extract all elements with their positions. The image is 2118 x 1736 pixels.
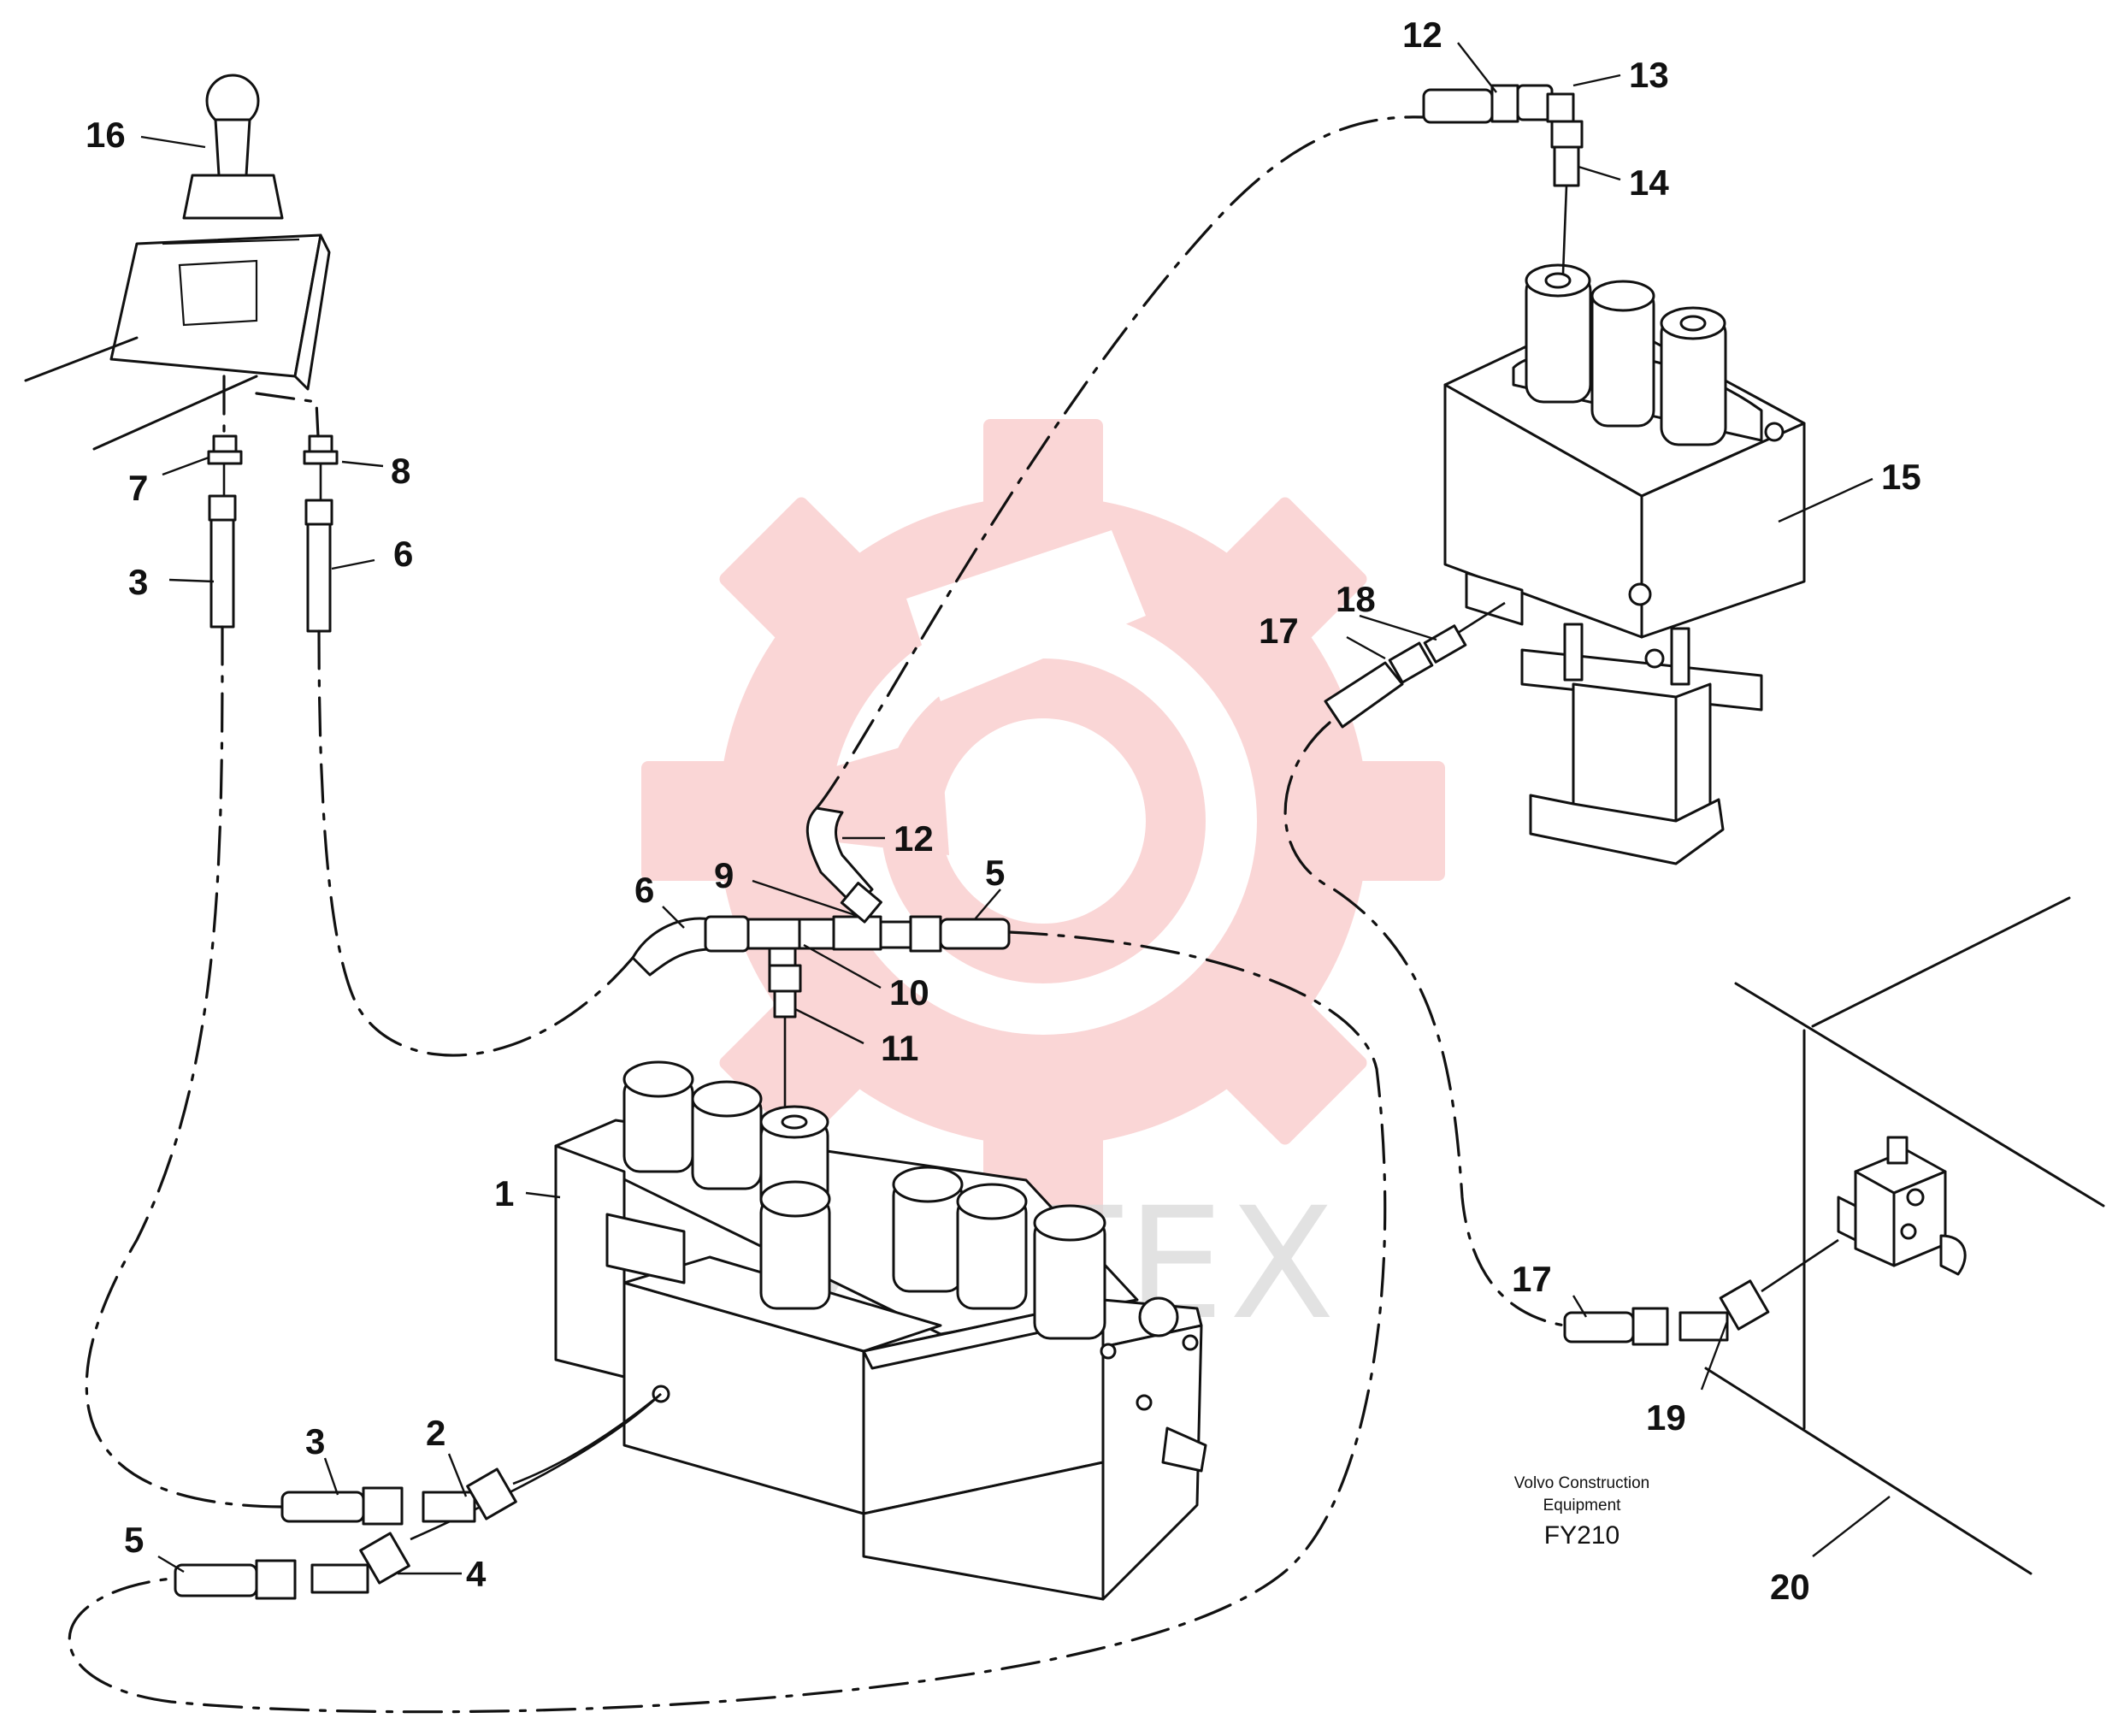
- callout-13: 13: [1629, 55, 1669, 95]
- callout-6-tee: 6: [634, 870, 654, 910]
- hose-end-12-top: [1422, 84, 1519, 124]
- frame-20: [1704, 896, 2105, 1575]
- nipple-11: [768, 964, 802, 1019]
- hose-end-6-tee: [631, 915, 750, 977]
- callout-11: 11: [881, 1028, 918, 1068]
- leader-lines: [140, 42, 1891, 1575]
- elbow-4: [310, 1532, 410, 1594]
- callout-17-upper: 17: [1259, 611, 1299, 651]
- watermark-gear-icon: [641, 419, 1445, 1223]
- callout-3-bottom: 3: [305, 1421, 325, 1461]
- elbow-19: [1678, 1279, 1770, 1342]
- fitting-8: [303, 434, 339, 465]
- hose-end-3-bottom: [280, 1486, 404, 1526]
- callout-9: 9: [714, 855, 734, 895]
- control-valve-unit-15: [1443, 263, 1806, 865]
- callout-8: 8: [391, 451, 410, 491]
- joystick-control: [24, 74, 331, 451]
- hose-end-17-upper: [1324, 641, 1434, 729]
- caption-line-1: Volvo Construction: [1514, 1474, 1649, 1492]
- tee-10: [746, 918, 835, 967]
- small-valve-block: [1837, 1136, 1967, 1276]
- caption-code: FY210: [1544, 1521, 1619, 1550]
- callout-12-tee: 12: [894, 818, 934, 859]
- callout-3-top: 3: [128, 562, 148, 602]
- callout-2: 2: [426, 1413, 445, 1453]
- callout-14: 14: [1629, 162, 1669, 203]
- callout-10: 10: [889, 972, 929, 1013]
- callout-15: 15: [1881, 457, 1921, 497]
- diagram-caption: Volvo Construction Equipment FY210: [1514, 1474, 1649, 1550]
- callout-19: 19: [1646, 1397, 1686, 1438]
- hose-end-5-tee: [909, 915, 1011, 953]
- nipple-9: [832, 915, 912, 951]
- callout-7: 7: [128, 468, 148, 508]
- callout-18: 18: [1336, 579, 1376, 619]
- callout-5-tee: 5: [985, 853, 1005, 893]
- callout-labels: 16 7 8 3 6 12 13 14 15 18 17 12 9 5 6 10…: [86, 15, 1921, 1607]
- elbow-2: [422, 1467, 517, 1523]
- hose-end-3-top: [208, 494, 237, 629]
- elbow-13: [1516, 84, 1584, 149]
- caption-line-2: Equipment: [1543, 1497, 1622, 1515]
- hose-end-5-bottom: [174, 1559, 297, 1600]
- nipple-14: [1553, 145, 1580, 187]
- callout-1: 1: [494, 1173, 514, 1213]
- callout-4: 4: [466, 1554, 487, 1594]
- hose-end-6-top: [304, 499, 333, 633]
- adapter-18: [1423, 624, 1467, 664]
- callout-20: 20: [1770, 1567, 1810, 1607]
- callout-16: 16: [86, 115, 126, 155]
- fitting-7: [207, 434, 243, 465]
- main-valve-block-1: [554, 1060, 1207, 1601]
- callout-6-top: 6: [393, 534, 413, 574]
- hose-end-12-tee: [805, 806, 882, 924]
- callout-17-lower: 17: [1512, 1259, 1552, 1299]
- hose-end-17-lower: [1563, 1307, 1669, 1346]
- callout-5-bottom: 5: [124, 1520, 144, 1560]
- callout-12-top: 12: [1402, 15, 1442, 55]
